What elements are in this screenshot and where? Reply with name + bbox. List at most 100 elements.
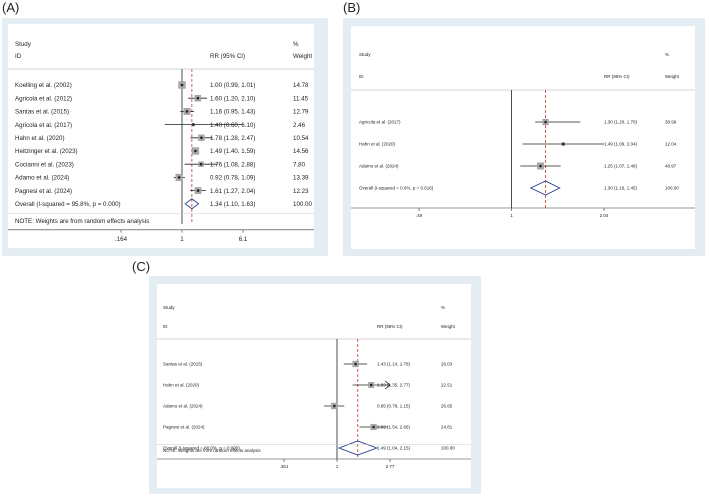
- study-weight: 13.39: [293, 175, 309, 182]
- header-weight: Weight: [441, 324, 456, 329]
- overall-diamond: [529, 180, 561, 196]
- x-tick-label: 1: [336, 464, 339, 469]
- x-tick-label: 2.77: [386, 464, 395, 469]
- study-label: Adamo et al. (2024): [359, 164, 399, 169]
- study-weight: 12.79: [293, 109, 309, 116]
- study-ci-text: 2.02 (1.54, 2.66): [377, 425, 411, 430]
- study-point: [561, 142, 565, 146]
- study-label: Agricola et al. (2017): [359, 120, 401, 125]
- study-ci-text: 1.00 (0.99, 1.01): [210, 82, 255, 89]
- header-percent: %: [293, 41, 299, 48]
- study-label: Pagnesi et al. (2024): [15, 188, 72, 195]
- overall-label: Overall (I-squared = 88.0%, p = 0.000): [163, 446, 240, 451]
- x-tick-label: .49: [416, 213, 423, 218]
- x-tick-label: 1: [510, 213, 513, 218]
- overall-label: Overall (I-squared = 0.0%, p = 0.616): [359, 186, 434, 191]
- header-study: Study: [359, 52, 371, 57]
- study-ci-text: 1.49 (1.09, 2.04): [604, 142, 638, 147]
- study-point: [199, 162, 203, 166]
- panel-b-label: (B): [343, 0, 361, 15]
- study-ci-text: 1.40 (0.60, 6.10): [210, 122, 255, 129]
- study-ci-text: 0.92 (0.78, 1.09): [210, 175, 255, 182]
- study-weight: 10.54: [293, 135, 309, 142]
- study-label: Agricola et al. (2017): [15, 122, 72, 129]
- study-point: [185, 110, 189, 113]
- header-id: ID: [163, 324, 168, 329]
- study-label: Cocianni et al. (2023): [15, 161, 74, 168]
- overall-ci-text: 1.34 (1.10, 1.63): [210, 201, 255, 208]
- study-weight: 12.04: [665, 142, 677, 147]
- header-id: ID: [15, 53, 22, 60]
- header-weight: Weight: [293, 53, 312, 60]
- header-study: Study: [15, 41, 32, 48]
- header-effect: RR (95% CI): [210, 53, 245, 60]
- study-weight: 11.45: [293, 95, 309, 102]
- header-percent: %: [665, 52, 669, 57]
- study-label: Pagnesi et al. (2024): [163, 425, 205, 430]
- study-weight: 14.56: [293, 148, 309, 155]
- overall-weight: 100.00: [293, 201, 312, 208]
- study-point: [177, 176, 181, 179]
- note-text: NOTE: Weights are from random effects an…: [15, 218, 149, 225]
- study-ci-text: 1.16 (0.95, 1.43): [210, 109, 255, 116]
- study-point: [369, 383, 373, 387]
- overall-weight: 100.00: [665, 186, 679, 191]
- study-label: Heitzinger et al. (2023): [15, 148, 78, 155]
- study-point: [196, 96, 200, 100]
- overall-diamond: [184, 198, 200, 210]
- overall-label: Overall (I-squared = 95.8%, p = 0.000): [15, 201, 121, 208]
- header-effect: RR (95% CI): [377, 324, 403, 329]
- overall-weight: 100.00: [441, 446, 455, 451]
- plot-background: [351, 26, 695, 249]
- study-label: Hahn et al. (2020): [359, 142, 396, 147]
- header-effect: RR (95% CI): [604, 74, 630, 79]
- study-point: [194, 149, 197, 153]
- study-point: [192, 123, 195, 126]
- header-study: Study: [163, 305, 175, 310]
- study-point: [539, 164, 542, 168]
- study-weight: 14.78: [293, 82, 309, 89]
- header-percent: %: [441, 305, 445, 310]
- x-tick-label: 6.1: [239, 236, 248, 243]
- panel-a-label: (A): [2, 0, 20, 15]
- study-weight: 26.65: [441, 404, 453, 409]
- header-weight: Weight: [665, 74, 680, 79]
- study-label: Santas et al. (2015): [15, 109, 69, 116]
- study-ci-text: 1.30 (1.20, 1.70): [604, 120, 638, 125]
- header-id: ID: [359, 74, 364, 79]
- overall-diamond: [337, 440, 379, 456]
- ci-arrow-right: [384, 380, 391, 390]
- x-tick-label: .164: [115, 236, 128, 243]
- study-ci-text: 1.43 (1.14, 1.78): [377, 362, 411, 367]
- overall-ci-text: 1.30 (1.16, 1.45): [604, 186, 638, 191]
- study-point: [544, 120, 547, 124]
- study-ci-text: 1.93 (1.35, 2.77): [377, 383, 411, 388]
- study-point: [196, 189, 200, 192]
- x-tick-label: .361: [280, 464, 289, 469]
- overall-ci-text: 1.49 (1.04, 2.15): [377, 446, 411, 451]
- study-weight: 48.97: [665, 164, 677, 169]
- study-weight: 7.80: [293, 161, 306, 168]
- plot-background: [157, 284, 471, 488]
- study-weight: 26.03: [441, 362, 453, 367]
- study-ci-text: 1.25 (1.07, 1.46): [604, 164, 638, 169]
- plot-background: [8, 24, 314, 248]
- study-weight: 24.81: [441, 425, 453, 430]
- study-weight: 22.51: [441, 383, 453, 388]
- study-label: Koelling et al. (2002): [15, 82, 72, 89]
- x-tick-label: 2.04: [600, 213, 609, 218]
- study-label: Adamo et al. (2024): [15, 175, 69, 182]
- study-ci-text: 1.61 (1.27, 2.04): [210, 188, 255, 195]
- study-point: [372, 425, 375, 429]
- panel-c-label: (C): [132, 259, 151, 274]
- study-label: Agricola et al. (2012): [15, 95, 72, 102]
- note-text: NOTE: Weights are from random effects an…: [163, 448, 261, 453]
- study-point: [180, 83, 184, 87]
- study-label: Hahn et al. (2020): [163, 383, 200, 388]
